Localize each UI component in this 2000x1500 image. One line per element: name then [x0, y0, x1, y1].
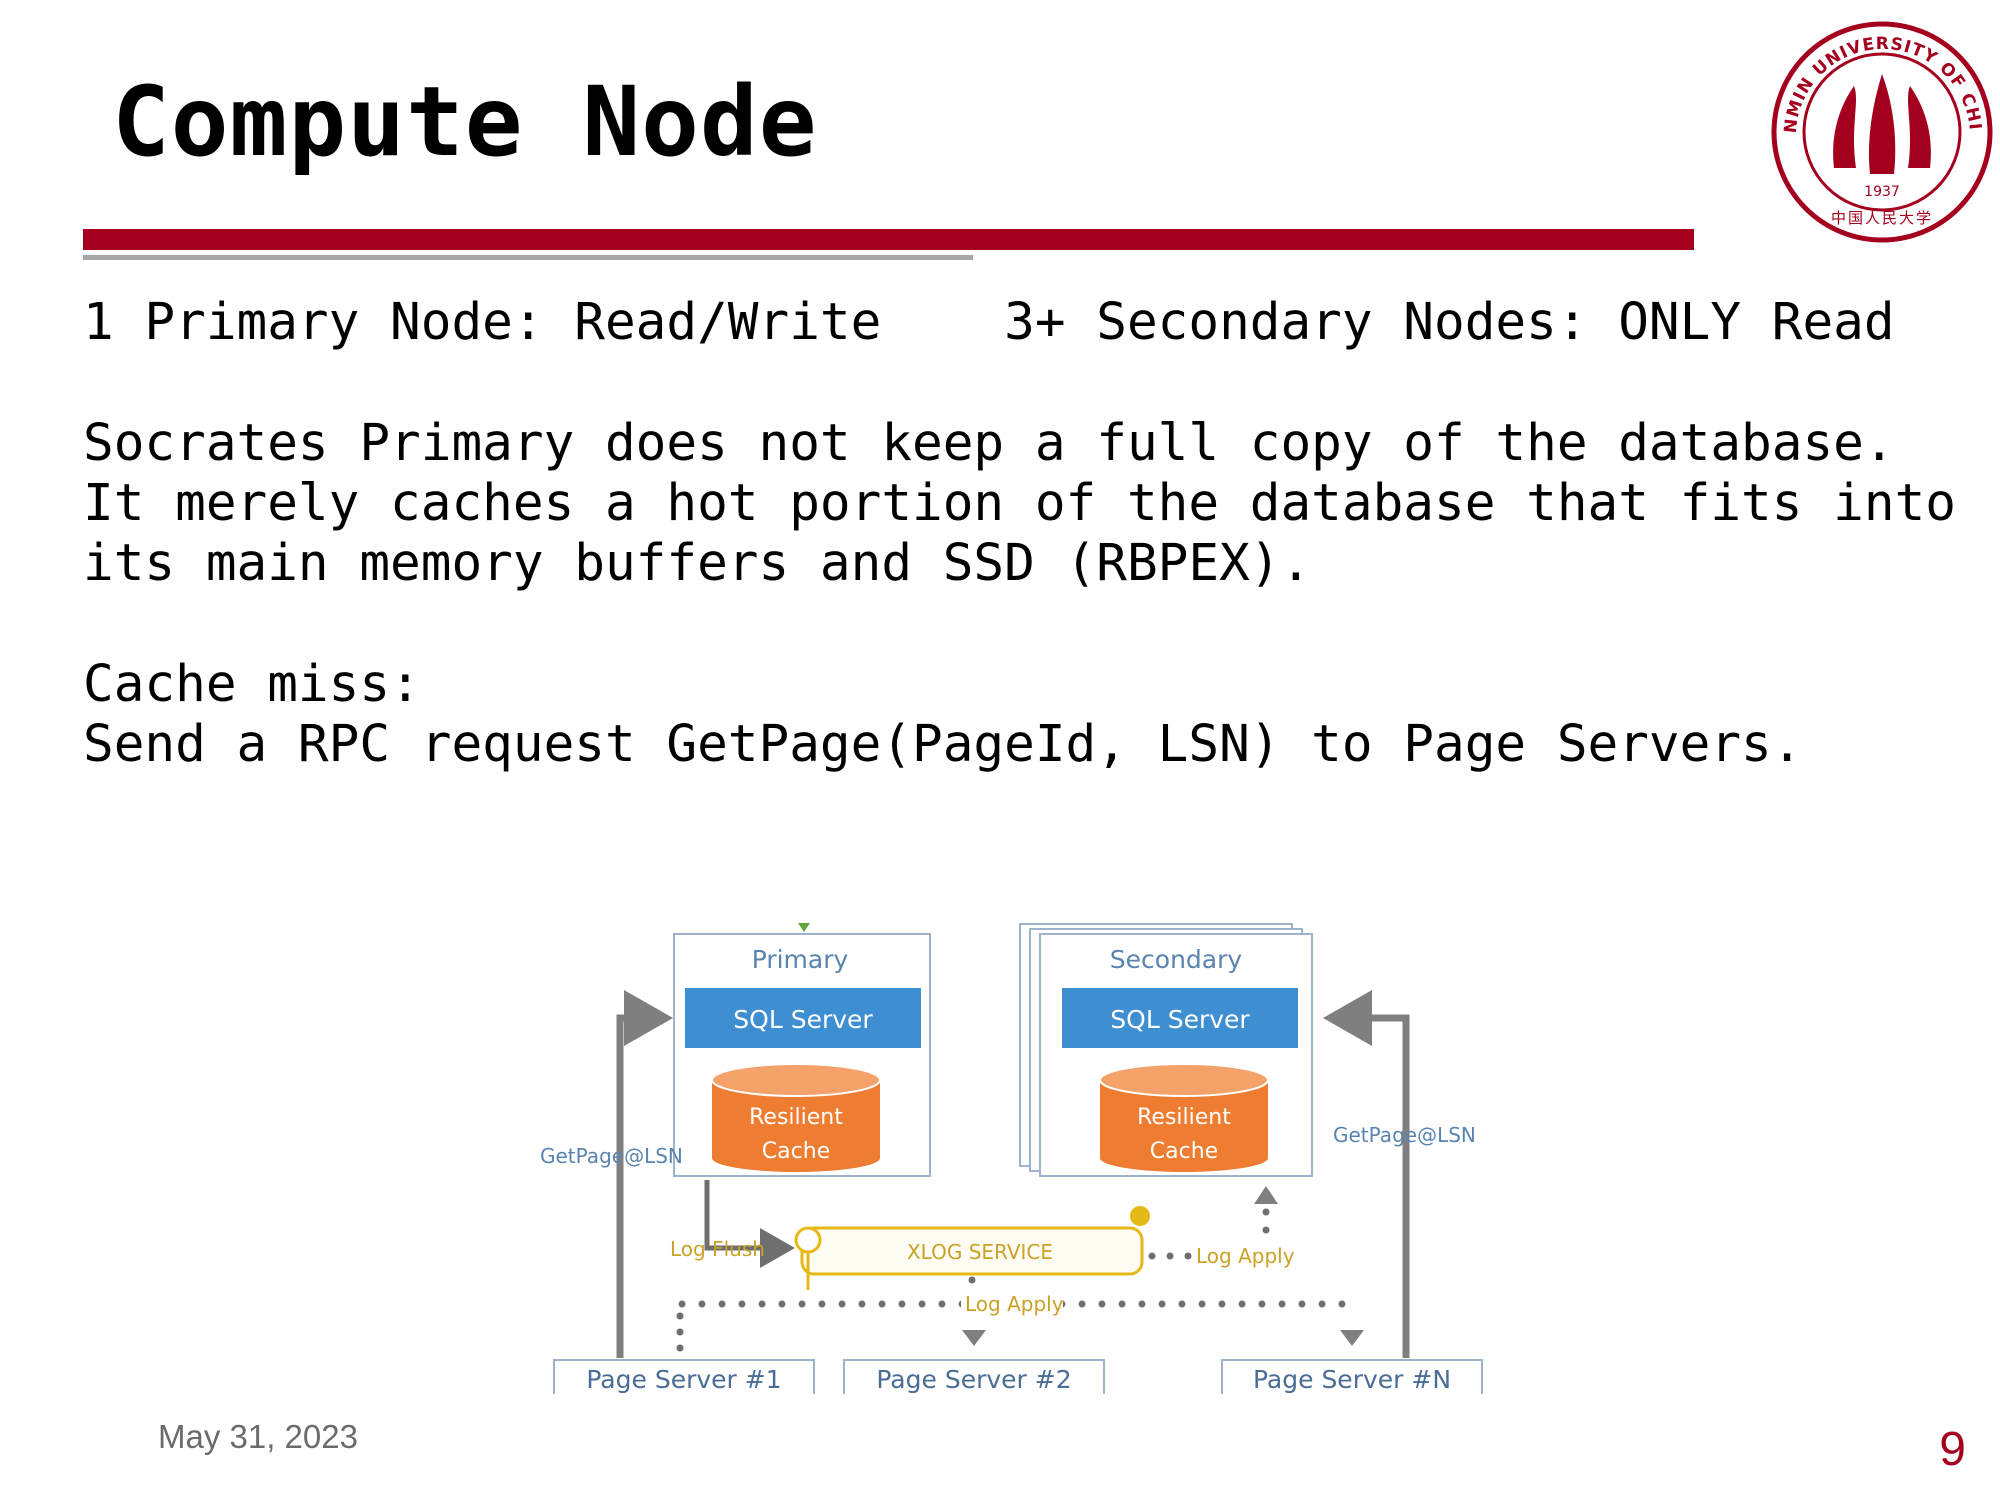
arrow-down-ps2-icon — [962, 1330, 986, 1346]
log-apply-dot — [778, 1300, 786, 1308]
node-roles-line: 1 Primary Node: Read/Write 3+ Secondary … — [83, 293, 1895, 352]
log-apply-dot — [1338, 1300, 1346, 1308]
title-underline-red — [83, 229, 1694, 250]
architecture-diagram: Primary SQL Server Resilient Cache Secon… — [540, 923, 1500, 1404]
page-number: 9 — [1939, 1423, 1966, 1476]
sql-server-label: SQL Server — [1110, 1005, 1250, 1034]
log-apply-dot — [1318, 1300, 1326, 1308]
body-line: It merely caches a hot portion of the da… — [83, 474, 1956, 533]
log-apply-dot — [1158, 1300, 1166, 1308]
log-apply-bottom-label-bg — [961, 1291, 1063, 1317]
page-server-2-label: Page Server #2 — [876, 1365, 1071, 1394]
log-apply-dot — [738, 1300, 746, 1308]
log-flush-label: Log Flush — [670, 1237, 765, 1261]
getpage-left-arrow — [616, 990, 673, 1358]
log-apply-dot — [718, 1300, 726, 1308]
svg-text:1937: 1937 — [1864, 184, 1900, 200]
getpage-right-arrow — [1323, 990, 1410, 1358]
cache-miss-heading: Cache miss: — [83, 655, 421, 714]
log-apply-dot — [758, 1300, 766, 1308]
arrow-down-psn-icon — [1340, 1330, 1364, 1346]
sql-server-label: SQL Server — [733, 1005, 873, 1034]
cache-miss-line: Send a RPC request GetPage(PageId, LSN) … — [83, 715, 1803, 774]
log-apply-dot — [698, 1300, 706, 1308]
green-marker-icon — [798, 923, 810, 932]
log-apply-dot — [1118, 1300, 1126, 1308]
secondary-label: Secondary — [1110, 945, 1243, 974]
primary-label: Primary — [752, 945, 849, 974]
primary-cache-icon — [711, 1063, 881, 1172]
log-apply-dot — [898, 1300, 906, 1308]
secondary-cache-icon — [1099, 1063, 1269, 1172]
log-apply-dot — [1258, 1300, 1266, 1308]
svg-text:中国人民大学: 中国人民大学 — [1831, 209, 1933, 227]
log-flush-arrow — [704, 1180, 795, 1268]
log-apply-dot — [1098, 1300, 1106, 1308]
slide-title: Compute Node — [112, 66, 818, 178]
page-server-n-label: Page Server #N — [1253, 1365, 1451, 1394]
cache-label-2: Cache — [762, 1139, 830, 1164]
xlog-service-scroll — [794, 1206, 1150, 1290]
log-apply-dot — [938, 1300, 946, 1308]
primary-sql-server — [685, 988, 921, 1048]
log-apply-dot — [878, 1300, 886, 1308]
log-apply-top-label: Log Apply — [1196, 1244, 1295, 1268]
title-underline-gray — [83, 255, 973, 260]
secondary-sql-server — [1062, 988, 1298, 1048]
log-apply-dot — [1078, 1300, 1086, 1308]
log-apply-dot — [858, 1300, 866, 1308]
log-apply-dot — [1238, 1300, 1246, 1308]
getpage-left-label: GetPage@LSN — [540, 1144, 683, 1168]
log-apply-dot — [838, 1300, 846, 1308]
log-apply-dot — [818, 1300, 826, 1308]
body-line: its main memory buffers and SSD (RBPEX). — [83, 534, 1312, 593]
cache-label-1: Resilient — [1137, 1105, 1231, 1130]
cache-label-2: Cache — [1150, 1139, 1218, 1164]
log-apply-dot — [678, 1300, 686, 1308]
log-apply-dot — [1138, 1300, 1146, 1308]
log-apply-dot — [918, 1300, 926, 1308]
log-apply-top-arrow — [1148, 1186, 1278, 1260]
log-apply-dot — [1278, 1300, 1286, 1308]
university-logo: RENMIN UNIVERSITY OF CHINA 1937 中国人民大学 — [1768, 18, 1993, 243]
log-apply-dot — [1298, 1300, 1306, 1308]
secondary-nodes: Secondary SQL Server Resilient Cache — [1019, 923, 1313, 1177]
page-server-1-label: Page Server #1 — [586, 1365, 781, 1394]
primary-node: Primary SQL Server Resilient Cache — [673, 933, 931, 1177]
log-apply-dot — [1198, 1300, 1206, 1308]
footer-date: May 31, 2023 — [158, 1418, 358, 1455]
log-apply-dot — [1218, 1300, 1226, 1308]
getpage-right-label: GetPage@LSN — [1333, 1123, 1476, 1147]
body-line: Socrates Primary does not keep a full co… — [83, 414, 1895, 473]
log-apply-bottom-label: Log Apply — [965, 1292, 1064, 1316]
cache-label-1: Resilient — [749, 1105, 843, 1130]
page-server-n: Page Server #N — [1221, 1359, 1483, 1404]
xlog-service-label: XLOG SERVICE — [907, 1240, 1053, 1264]
log-apply-dot — [1178, 1300, 1186, 1308]
log-apply-dot — [798, 1300, 806, 1308]
